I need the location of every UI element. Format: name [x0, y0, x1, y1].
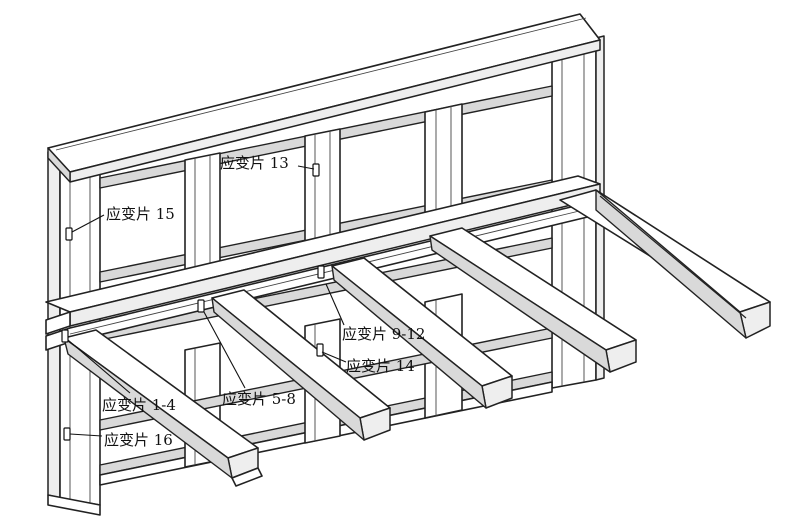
gauge-15 [65, 227, 73, 241]
gauge-9-12 [317, 265, 325, 279]
gauge-16 [63, 427, 71, 441]
gauge-1-4 [61, 329, 69, 343]
gauge-14 [316, 343, 324, 357]
label-gauge-5-8: 应变片 5-8 [222, 390, 296, 408]
label-gauge-13: 应变片 13 [220, 154, 289, 172]
label-gauge-9-12: 应变片 9-12 [342, 325, 425, 343]
top-beam [47, 13, 601, 183]
cantilever-beams [63, 189, 771, 487]
label-gauge-1-4: 应变片 1-4 [102, 396, 176, 414]
strain-gauges [61, 163, 325, 441]
leader-lines [67, 165, 347, 437]
gauge-13 [312, 163, 320, 177]
label-gauge-16: 应变片 16 [104, 431, 173, 449]
gauge-5-8 [197, 299, 205, 313]
label-gauge-14: 应变片 14 [346, 357, 415, 375]
label-gauge-15: 应变片 15 [106, 205, 175, 223]
